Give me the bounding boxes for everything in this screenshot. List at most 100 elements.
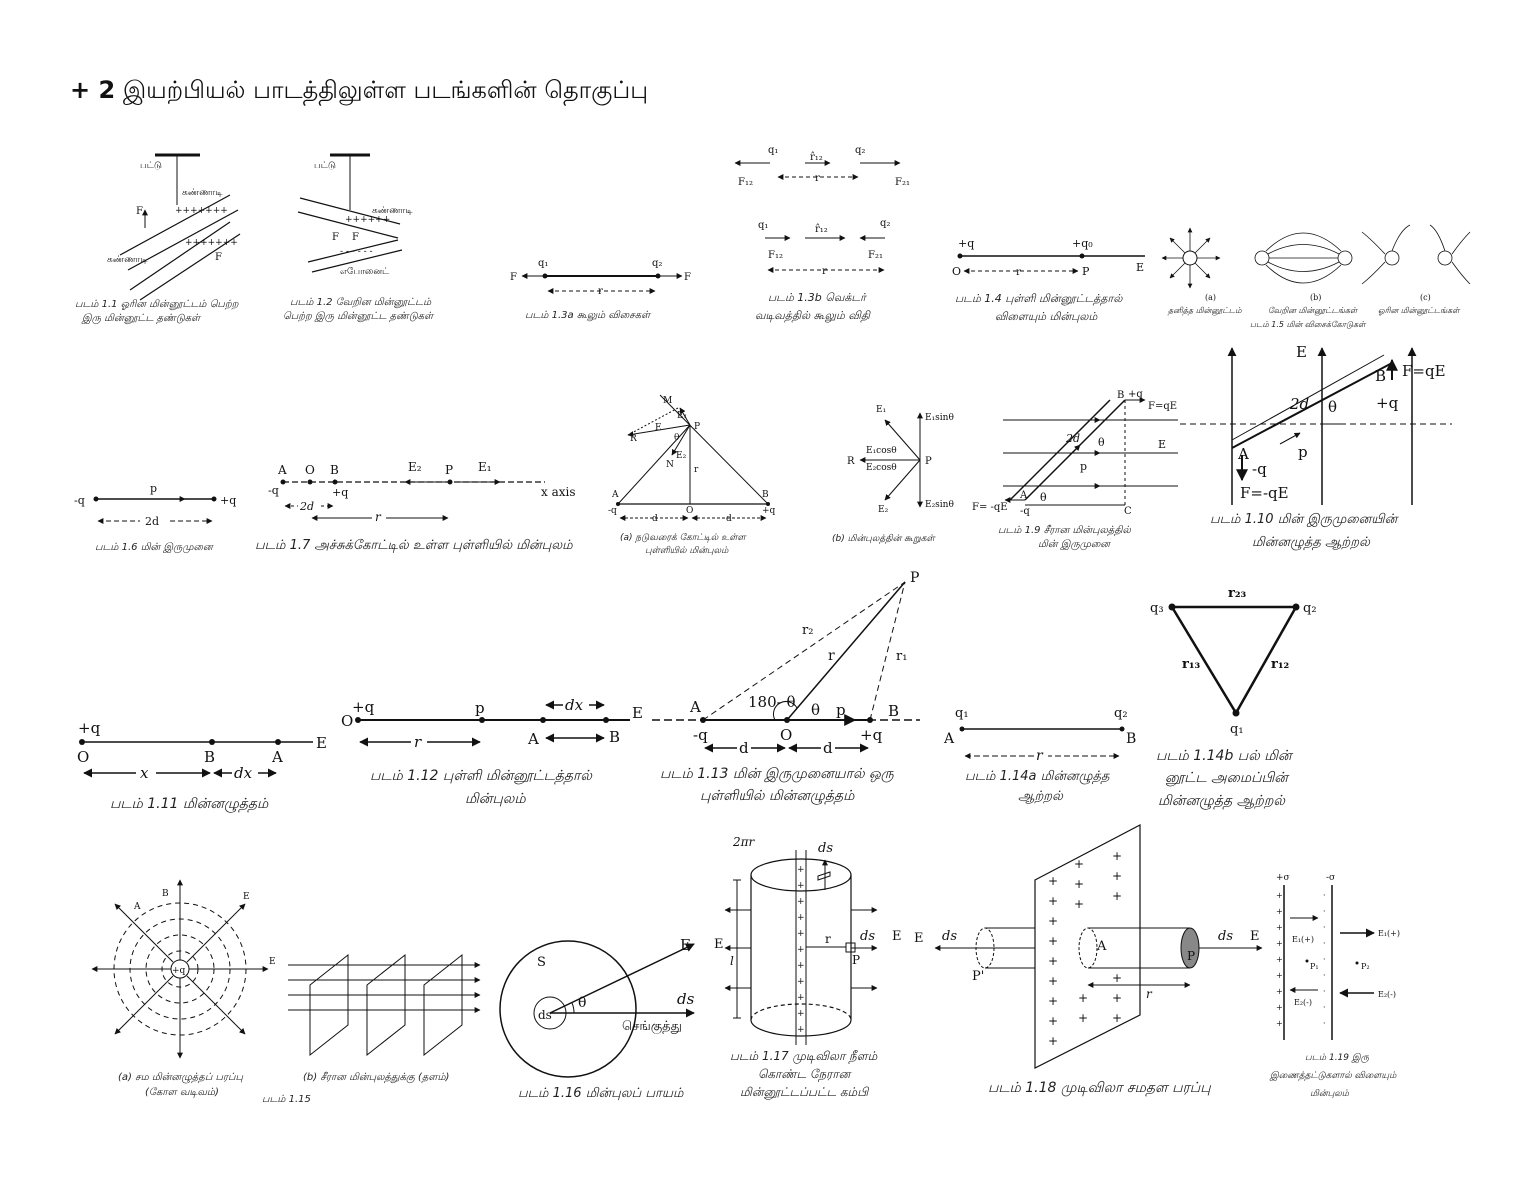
- fig1-5-caption: படம் 1.5 மின் விசைக்கோடுகள்: [1250, 320, 1367, 329]
- fig1-9-theta-a: θ: [1040, 491, 1047, 504]
- fig1-3a-force-right: F: [684, 272, 691, 283]
- fig1-19-minus-7: ·: [1323, 987, 1326, 996]
- fig1-15-e1: E: [243, 892, 250, 902]
- fig1-1-caption-2: இரு மின்னூட்ட தண்டுகள்: [81, 313, 202, 325]
- fig1-17-caption-1: படம் 1.17 முடிவிலா நீளம்: [730, 1049, 878, 1065]
- fig1-18-charge-15: +: [1048, 1034, 1058, 1048]
- fig1-19-plus-3: +: [1276, 923, 1283, 932]
- fig1-10-pq: +q: [1376, 394, 1399, 412]
- fig1-17-charge-11: +: [797, 1025, 805, 1035]
- fig1-19-e1: E₁(+): [1378, 929, 1400, 938]
- fig1-19-minus-6: ·: [1323, 971, 1326, 980]
- fig1-5-sub-b: வேறின மின்னூட்டங்கள்: [1268, 306, 1359, 316]
- fig1-18-charge-17: +: [1078, 1011, 1088, 1025]
- fig1-3b-caption-2: வடிவத்தில் கூலும் விதி: [755, 309, 871, 323]
- fig1-3b-r12-bot: r̂₁₂: [815, 224, 828, 235]
- figure-1-4: +q +q₀ O P E r படம் 1.4 புள்ளி மின்னூட்ட…: [952, 237, 1145, 323]
- fig1-13-o: O: [780, 726, 792, 744]
- fig1-17-charge-10: +: [797, 1009, 805, 1019]
- fig1-10-b: B: [1375, 367, 1386, 385]
- fig1-5-b: (b): [1310, 293, 1321, 302]
- page-title: + 2 இயற்பியல் பாடத்திலுள்ள படங்களின் தொக…: [70, 76, 648, 107]
- fig1-17-charge-4: +: [797, 913, 805, 923]
- fig1-19-caption-1: படம் 1.19 இரு: [1305, 1052, 1370, 1063]
- fig1-4-q0: +q₀: [1072, 237, 1093, 250]
- fig1-13-r1: r₁: [896, 649, 907, 664]
- fig1-11-dx: dx: [234, 764, 253, 782]
- fig1-13-caption-1: படம் 1.13 மின் இருமுனையால் ஒரு: [660, 766, 895, 783]
- fig1-9-e: E: [1158, 438, 1166, 451]
- fig1-2-force-1: F: [332, 232, 339, 243]
- fig1-15-caption-b: (b) சீரான மின்புலத்துக்கு (தளம்): [303, 1071, 449, 1084]
- fig1-3b-r-top: r: [815, 173, 820, 184]
- fig1-3b-r12-top: r̂₁₂: [810, 152, 823, 163]
- fig1-7-pq: +q: [332, 486, 348, 499]
- fig1-19-plus-5: +: [1276, 955, 1283, 964]
- fig1-2-charges-top: ++++++: [345, 215, 390, 225]
- fig1-4-caption-2: விளையும் மின்புலம்: [995, 310, 1098, 323]
- fig1-5-c: (c): [1420, 293, 1431, 302]
- fig1-18-charge-11: +: [1048, 954, 1058, 968]
- figure-1-18: + + + + + + + + + + + + + + + + + + + +: [914, 824, 1263, 1097]
- fig1-18-charge-20: +: [1112, 971, 1122, 985]
- figure-1-16: E S ds θ ds செங்குத்து படம் 1.16 மின்புல…: [499, 936, 695, 1101]
- fig1-7-b: B: [330, 463, 339, 477]
- fig1-11-o: O: [77, 748, 89, 766]
- fig1-8a-theta: θ: [674, 433, 679, 443]
- fig1-12-caption-2: மின்புலம்: [465, 791, 526, 807]
- fig1-19-caption-3: மின்புலம்: [1310, 1088, 1350, 1099]
- fig1-18-charge-14: +: [1048, 1014, 1058, 1028]
- fig1-19-minus-9: ·: [1323, 1019, 1326, 1028]
- fig1-17-charge-1: +: [797, 865, 805, 875]
- fig1-18-charge-13: +: [1048, 994, 1058, 1008]
- fig1-7-r: r: [375, 510, 382, 524]
- fig1-10-p: p: [1298, 443, 1308, 461]
- fig1-3b-caption-1: படம் 1.3b வெக்டர்: [768, 291, 868, 304]
- fig1-13-r: r: [828, 648, 835, 664]
- figure-1-14a: q₁ q₂ A B r படம் 1.14a மின்னழுத்த ஆற்றல்: [943, 706, 1136, 804]
- fig1-16-ds-inner: ds: [538, 1008, 552, 1022]
- fig1-19-caption-2: இணைத்தட்டுகளால் விளையும்: [1269, 1070, 1397, 1081]
- fig1-8b-e2sin: E₂sinθ: [925, 500, 954, 510]
- fig1-19-plus-6: +: [1276, 971, 1283, 980]
- fig1-14b-r13: r₁₃: [1182, 657, 1201, 672]
- fig1-10-mq: -q: [1252, 460, 1267, 478]
- fig1-2-ebonite: எபோனைட்: [340, 267, 390, 277]
- fig1-4-o: O: [952, 265, 961, 278]
- fig1-11-caption: படம் 1.11 மின்னழுத்தம்: [110, 796, 269, 813]
- fig1-4-e: E: [1136, 261, 1144, 274]
- fig1-9-theta: θ: [1098, 436, 1105, 449]
- fig1-19-plus-2: +: [1276, 907, 1283, 916]
- fig1-18-charge-19: +: [1112, 1011, 1122, 1025]
- fig1-19-ps: +σ: [1276, 873, 1290, 883]
- fig1-9-d: 2d: [1065, 432, 1080, 445]
- fig1-8b-e2cos: E₂cosθ: [866, 463, 897, 473]
- fig1-7-p: P: [445, 463, 453, 477]
- fig1-18-charge-8: +: [1074, 897, 1084, 911]
- fig1-18-e-right: E: [1250, 929, 1260, 944]
- fig1-14b-q1: q₁: [1230, 722, 1244, 737]
- fig1-18-charge-1: +: [1048, 874, 1058, 888]
- fig1-12-caption-1: படம் 1.12 புள்ளி மின்னூட்டத்தால்: [370, 768, 593, 785]
- fig1-14b-r23: r₂₃: [1228, 586, 1247, 601]
- fig1-9-caption-1: படம் 1.9 சீரான மின்புலத்தில்: [998, 524, 1132, 537]
- fig1-19-plus-7: +: [1276, 987, 1283, 996]
- fig1-8b-e1cos: E₁cosθ: [866, 446, 897, 456]
- fig1-12-o: O: [341, 712, 353, 730]
- fig1-15-caption: படம் 1.15: [262, 1094, 311, 1105]
- figure-1-17: + + + + + + + + + + + 2πr ds E: [714, 835, 902, 1100]
- fig1-18-p: P: [1187, 949, 1195, 963]
- fig1-8a-pq: +q: [762, 506, 776, 516]
- fig1-12-p: p: [475, 699, 485, 717]
- figure-1-13: P r₂ r r₁ A 180- θ θ p B -q O +q d d படம…: [652, 570, 920, 805]
- fig1-7-mq: -q: [268, 484, 279, 497]
- fig1-17-charge-2: +: [797, 881, 805, 891]
- fig1-19-minus-2: ·: [1323, 907, 1326, 916]
- fig1-17-charge-7: +: [797, 961, 805, 971]
- fig1-17-charge-9: +: [797, 993, 805, 1003]
- fig1-18-charge-6: +: [1112, 869, 1122, 883]
- fig1-7-a: A: [277, 463, 287, 477]
- fig1-18-charge-10: +: [1048, 934, 1058, 948]
- fig1-3b-f12-bot: F₁₂: [768, 250, 783, 261]
